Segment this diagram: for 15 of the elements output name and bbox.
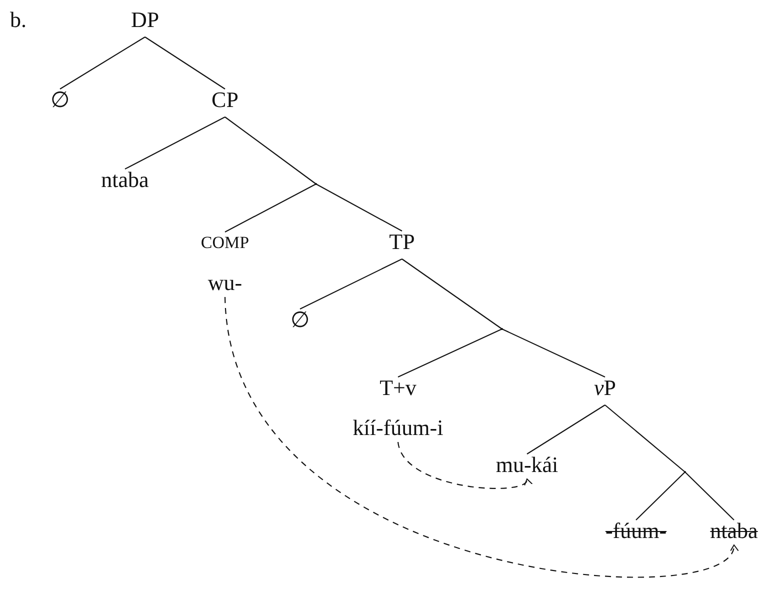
tree-branch [300,258,402,310]
tree-branch [124,116,226,170]
category-label: ∅ [50,87,70,113]
word: wu- [206,270,244,296]
tree-branch [316,184,402,232]
tree-branch [224,184,316,232]
category-label: ntaba [101,167,149,193]
example-label: b. [10,7,26,33]
category-label: TP [389,229,415,255]
category-label: DP [130,7,160,33]
tree-branch [144,36,226,90]
category-label: COMP [200,232,250,254]
category-label: CP [212,87,238,113]
tree-branch [60,36,146,90]
tree-branch [224,116,316,184]
